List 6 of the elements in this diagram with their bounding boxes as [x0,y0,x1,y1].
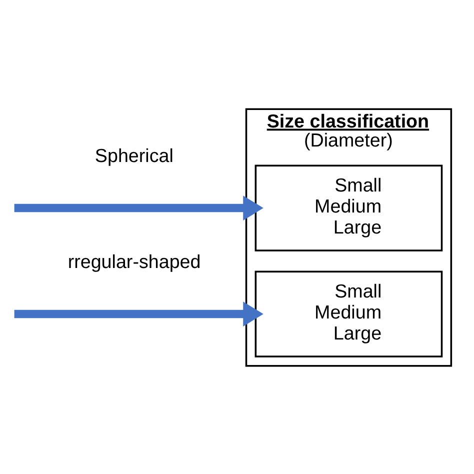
node-box: Small Medium Large [254,270,443,357]
node-box: Small Medium Large [254,164,443,251]
edge-label: Spherical [94,144,174,166]
edge-label: rregular-shaped [68,250,201,272]
arrow [14,195,264,220]
arrow [14,301,264,326]
